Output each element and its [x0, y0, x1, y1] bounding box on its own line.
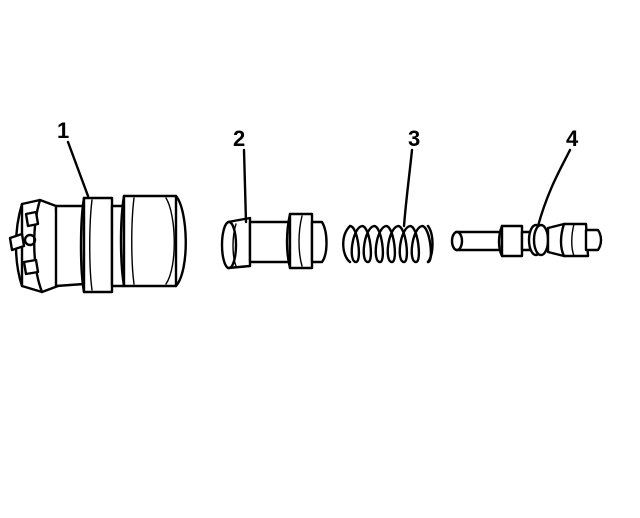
- callout-1: 1: [57, 118, 90, 198]
- callout-3-label: 3: [408, 126, 420, 151]
- part-1-sleeve: [8, 194, 187, 294]
- callout-4-leader: [536, 148, 572, 228]
- part-4-plunger: [450, 222, 603, 258]
- callout-4: 4: [536, 126, 579, 228]
- callout-3-leader: [402, 148, 414, 228]
- callout-2-label: 2: [233, 126, 245, 151]
- part-3-spring: [342, 224, 434, 264]
- callout-1-leader: [66, 140, 90, 198]
- part-2-valve: [220, 212, 328, 270]
- callout-2: 2: [233, 126, 248, 224]
- callout-2-leader: [242, 148, 248, 224]
- callout-1-label: 1: [57, 118, 69, 143]
- callout-3: 3: [402, 126, 420, 228]
- callout-4-label: 4: [566, 126, 579, 151]
